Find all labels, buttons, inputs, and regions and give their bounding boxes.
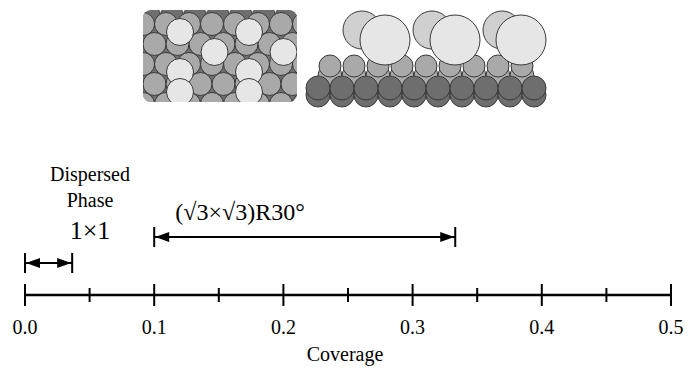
tick-label: 0.4 <box>529 316 554 338</box>
axis-tick <box>153 284 155 306</box>
surface-atom <box>319 55 341 77</box>
phase-label: Dispersed Phase <box>35 161 145 213</box>
adsorbate-atom <box>167 79 194 103</box>
surface-atom <box>143 13 155 36</box>
axis-tick <box>670 284 672 306</box>
surface-atom <box>143 73 166 96</box>
axis-tick <box>412 284 414 306</box>
coverage-axis <box>25 284 671 306</box>
substrate-atom <box>426 76 450 100</box>
adsorbate-atom <box>270 39 297 66</box>
surface-atom <box>143 53 155 76</box>
surface-atom <box>270 93 293 103</box>
tick-label: 0.0 <box>13 316 38 338</box>
substrate-atom <box>306 76 330 100</box>
adsorbate-atom <box>430 15 480 65</box>
axis-tick <box>476 288 478 302</box>
substrate-atom <box>522 76 546 100</box>
axis-tick <box>282 284 284 306</box>
surface-atom <box>281 73 297 96</box>
adsorbate-atom <box>360 15 410 65</box>
axis-tick <box>218 288 220 302</box>
adsorbate-atom <box>496 15 546 65</box>
axis-tick <box>347 288 349 302</box>
tick-label: 0.5 <box>659 316 684 338</box>
surface-atom <box>201 93 224 103</box>
surface-atom <box>143 33 166 56</box>
tick-label: 0.1 <box>142 316 167 338</box>
surface-side-view <box>306 11 546 107</box>
range-bracket <box>154 227 455 247</box>
surface-atom <box>270 13 293 36</box>
substrate-atom <box>474 76 498 100</box>
phase-label: 1×1 <box>70 217 111 246</box>
surface-atom <box>293 93 298 103</box>
surface-atom <box>415 55 437 77</box>
substrate-atom <box>330 76 354 100</box>
axis-tick <box>541 284 543 306</box>
surface-top-view <box>109 5 334 116</box>
phase-label: (√3×√3)R30° <box>175 199 304 225</box>
adsorbate-atom <box>167 19 194 46</box>
substrate-atom <box>450 76 474 100</box>
adsorbate-atom <box>236 79 263 103</box>
substrate-atom <box>354 76 378 100</box>
substrate-atom <box>498 76 522 100</box>
substrate-atom <box>402 76 426 100</box>
surface-atom <box>212 73 235 96</box>
range-bracket <box>25 253 72 273</box>
axis-tick <box>24 284 26 306</box>
adsorbate-atom <box>236 19 263 46</box>
axis-tick <box>605 288 607 302</box>
axis-title: Coverage <box>307 343 384 365</box>
surface-atom <box>201 13 224 36</box>
tick-label: 0.3 <box>400 316 425 338</box>
substrate-atom <box>378 76 402 100</box>
tick-label: 0.2 <box>271 316 296 338</box>
surface-atom <box>343 55 365 77</box>
surface-atom <box>143 93 155 103</box>
adsorbate-atom <box>201 39 228 66</box>
axis-tick <box>89 288 91 302</box>
